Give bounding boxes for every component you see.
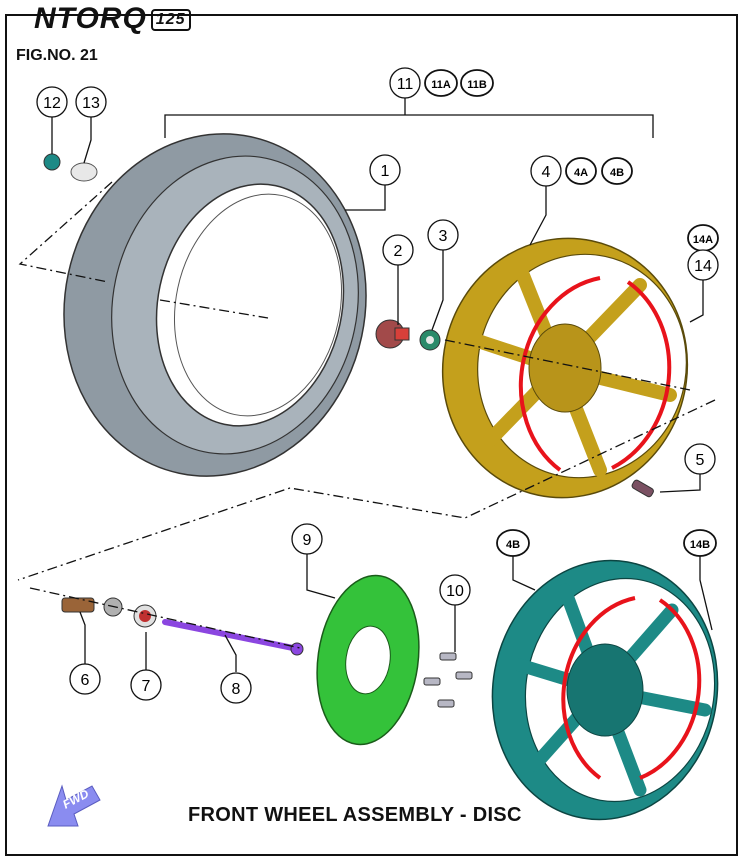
- callout-11a-label: 11A: [431, 79, 451, 91]
- callout-13-label: 13: [82, 95, 100, 112]
- callout-4a-label: 4A: [574, 167, 588, 179]
- callout-1-label: 1: [381, 163, 390, 180]
- axle-8-head: [290, 642, 304, 656]
- callout-1: 1: [369, 154, 401, 186]
- callout-11b-label: 11B: [467, 79, 487, 91]
- bolts-10: [423, 652, 473, 708]
- washer-13: [70, 162, 98, 182]
- callout-5: 5: [684, 443, 716, 475]
- axle-8: [162, 619, 296, 651]
- callout-9-label: 9: [303, 532, 312, 549]
- figure-number: FIG.NO. 21: [16, 47, 98, 64]
- callout-6-label: 6: [81, 672, 90, 689]
- bearing-7-seal: [139, 610, 151, 622]
- leader-lines: [51, 97, 713, 672]
- callout-7-label: 7: [142, 678, 151, 695]
- callout-3: 3: [427, 219, 459, 251]
- callout-10: 10: [439, 574, 471, 606]
- callout-4b-lower: 4B: [496, 529, 530, 557]
- valve-5: [631, 479, 654, 498]
- callout-5-label: 5: [696, 452, 705, 469]
- callout-14b: 14B: [683, 529, 717, 557]
- callout-3-label: 3: [439, 228, 448, 245]
- callout-12-label: 12: [43, 95, 61, 112]
- highlight-arc-left: [518, 276, 601, 472]
- callout-4: 4: [530, 155, 562, 187]
- callout-11b: 11B: [460, 69, 494, 97]
- callout-6: 6: [69, 663, 101, 695]
- callout-10-label: 10: [446, 583, 464, 600]
- callout-9: 9: [291, 523, 323, 555]
- callout-8-label: 8: [232, 681, 241, 698]
- callout-11: 11: [389, 67, 421, 99]
- brand-cc-badge: 125: [150, 9, 191, 32]
- centerlines: [17, 181, 716, 649]
- callout-14-label: 14: [694, 258, 712, 275]
- callout-11a: 11A: [424, 69, 458, 97]
- brake-disc-9: [316, 574, 420, 746]
- callout-4b: 4B: [601, 157, 633, 185]
- highlight-arc-lower-left: [561, 596, 636, 780]
- callout-4a: 4A: [565, 157, 597, 185]
- highlight-arc-lower-right: [639, 598, 702, 780]
- callout-4b-lower-label: 4B: [506, 539, 520, 551]
- frame-border: [5, 14, 738, 856]
- callout-11-label: 11: [397, 76, 414, 93]
- callout-14: 14: [687, 249, 719, 281]
- bearing-3-core: [426, 336, 434, 344]
- callout-2: 2: [382, 234, 414, 266]
- tyre: [63, 133, 367, 477]
- fwd-arrow-icon: [47, 784, 101, 827]
- callout-7: 7: [130, 669, 162, 701]
- callout-2-label: 2: [394, 243, 403, 260]
- diagram-caption: FRONT WHEEL ASSEMBLY - DISC: [188, 804, 522, 826]
- nut-12: [43, 153, 61, 171]
- callout-14a-label: 14A: [693, 234, 713, 246]
- gold-wheel: [441, 237, 689, 499]
- collar-6: [61, 597, 95, 613]
- callout-12: 12: [36, 86, 68, 118]
- callout-4-label: 4: [542, 164, 551, 181]
- part-2-shaft: [394, 327, 410, 341]
- brand-logo-text: NTORQ: [34, 2, 147, 35]
- teal-wheel: [491, 559, 719, 821]
- callout-14b-label: 14B: [690, 539, 710, 551]
- callout-13: 13: [75, 86, 107, 118]
- callout-4b-label: 4B: [610, 167, 624, 179]
- callout-14a: 14A: [687, 224, 719, 252]
- callout-8: 8: [220, 672, 252, 704]
- highlight-arc-right: [611, 280, 672, 470]
